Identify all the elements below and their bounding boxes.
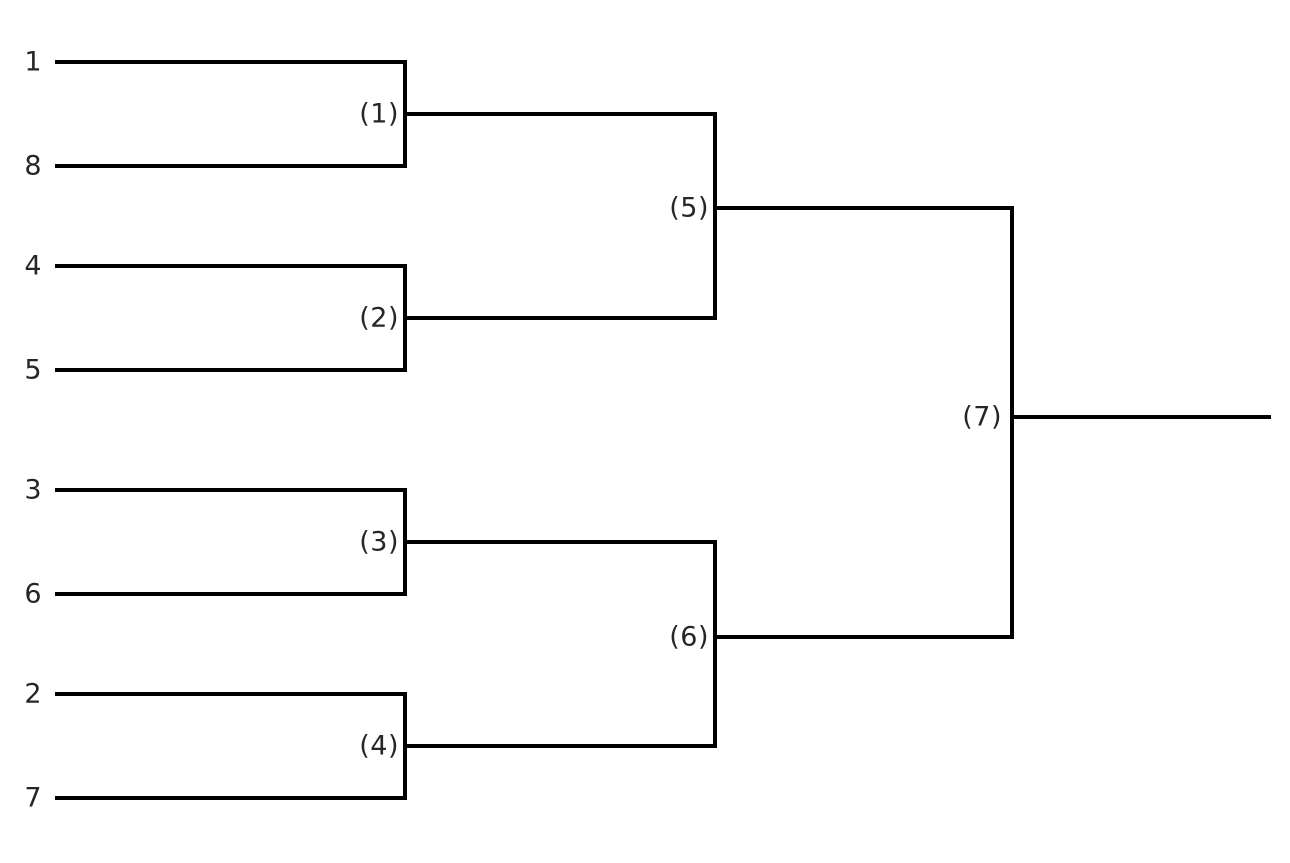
final-match-vertical <box>1010 206 1014 639</box>
round2-match-vertical <box>713 540 717 748</box>
seed-label: 6 <box>24 578 42 610</box>
seed-line <box>55 368 405 372</box>
match-label: (6) <box>669 621 709 653</box>
seed-line <box>55 796 405 800</box>
match-label: (7) <box>962 401 1002 433</box>
seed-label: 2 <box>24 678 42 710</box>
seed-label: 8 <box>24 150 42 182</box>
champion-line <box>1012 415 1271 419</box>
match-label: (3) <box>359 526 399 558</box>
seed-line <box>55 488 405 492</box>
round2-winner-line <box>715 635 1012 639</box>
round1-winner-line <box>405 540 715 544</box>
round2-match-vertical <box>713 112 717 320</box>
seed-label: 5 <box>24 354 42 386</box>
match-label: (5) <box>669 192 709 224</box>
seed-label: 3 <box>24 474 42 506</box>
seed-label: 7 <box>24 782 42 814</box>
seed-line <box>55 60 405 64</box>
match-label: (2) <box>359 302 399 334</box>
round1-winner-line <box>405 112 715 116</box>
round1-winner-line <box>405 316 715 320</box>
seed-label: 1 <box>24 46 42 78</box>
match-label: (4) <box>359 730 399 762</box>
match-label: (1) <box>359 98 399 130</box>
seed-label: 4 <box>24 250 42 282</box>
seed-line <box>55 264 405 268</box>
seed-line <box>55 592 405 596</box>
round1-winner-line <box>405 744 715 748</box>
seed-line <box>55 164 405 168</box>
seed-line <box>55 692 405 696</box>
round2-winner-line <box>715 206 1012 210</box>
